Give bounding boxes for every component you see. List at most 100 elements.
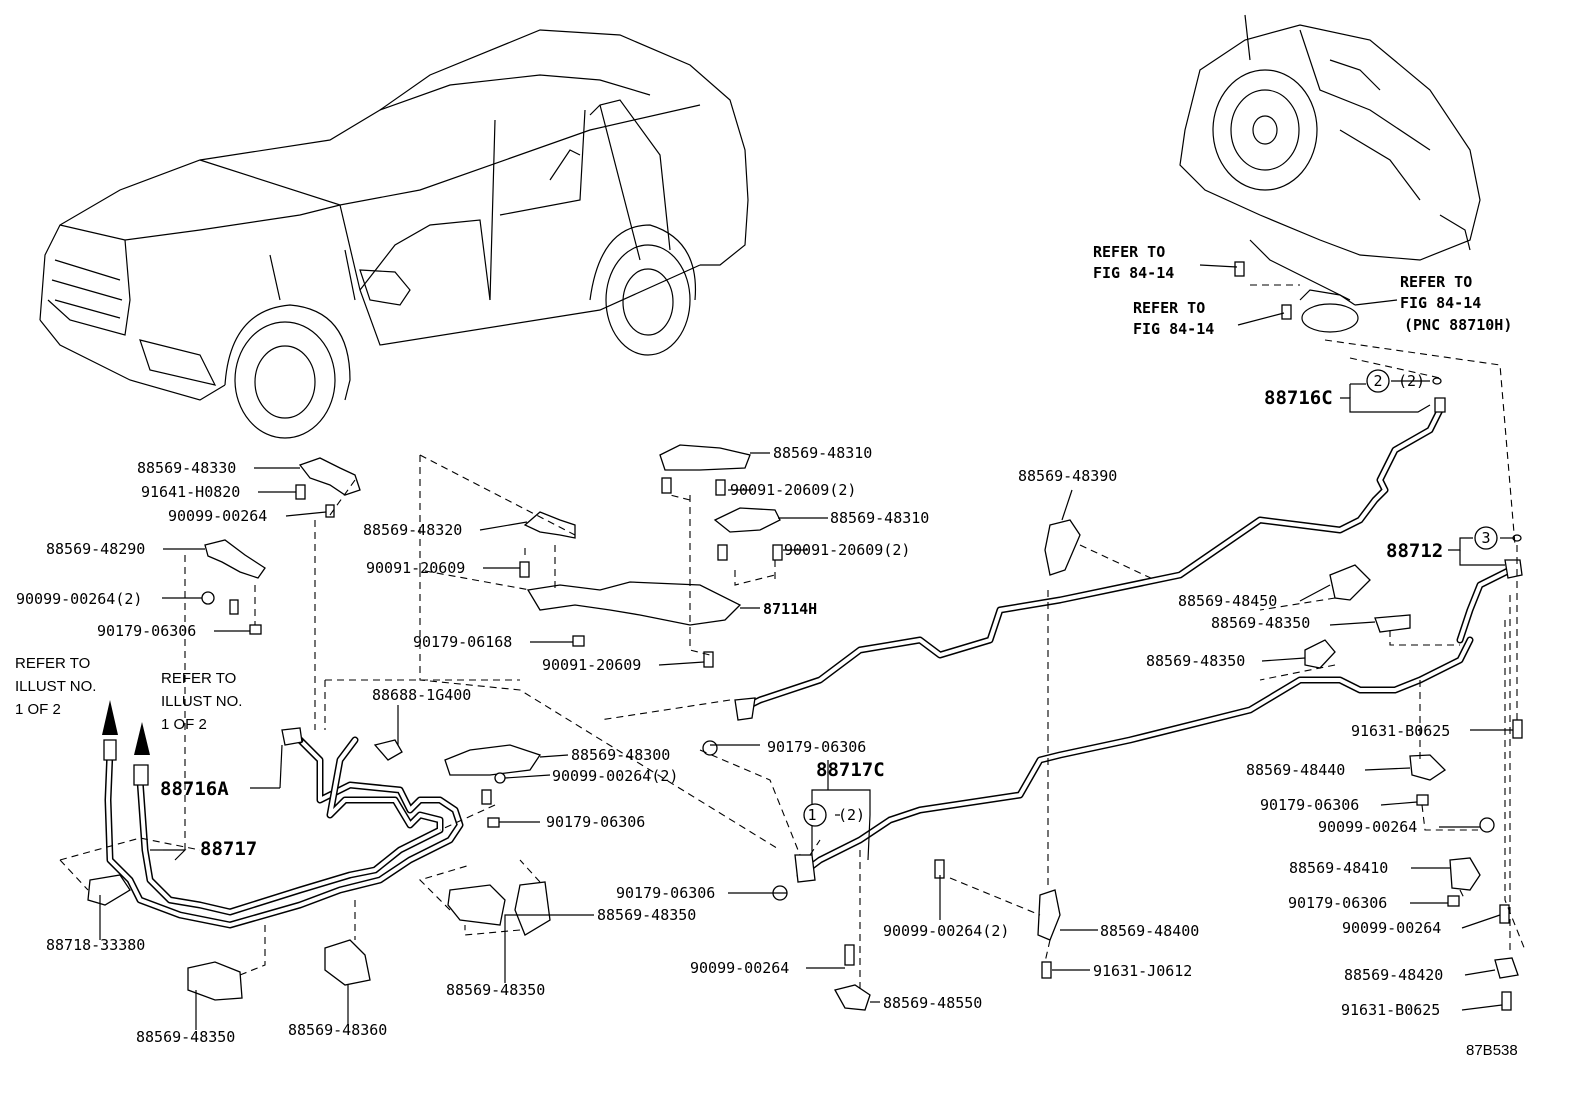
diagram-id: 87B538 <box>1466 1042 1518 1059</box>
clamp-88569-48310-b <box>713 507 781 533</box>
label-90091-20609-2: 90091-20609(2) <box>730 481 856 499</box>
bolt-b <box>715 479 726 496</box>
label-90099-00264-d: 90099-00264 <box>1318 818 1417 836</box>
label-88569-48420: 88569-48420 <box>1344 966 1443 984</box>
fitting-88712 <box>1504 559 1523 579</box>
clamp-88569-48300 <box>444 744 542 776</box>
clamp-88718-33380 <box>87 874 131 906</box>
clamp-88569-48390 <box>1044 519 1081 576</box>
clamp-88569-48330 <box>298 457 361 496</box>
refer-fig-a-1: REFER TO <box>1093 243 1165 261</box>
callout-circle-3 <box>1474 526 1498 550</box>
label-88569-48310: 88569-48310 <box>773 444 872 462</box>
qty-88717c: (2) <box>838 806 865 824</box>
callout-circle-2 <box>1366 369 1390 393</box>
bolt-90099-00264-a <box>325 504 335 518</box>
label-91641-h0820: 91641-H0820 <box>141 483 240 501</box>
label-90099-00264-2c: 90099-00264(2) <box>883 922 1009 940</box>
label-88717c: 88717C <box>816 759 885 781</box>
nut-90179-06306-a <box>249 624 262 635</box>
circle-3-text: 3 <box>1481 529 1490 547</box>
nut-90179-06306-b <box>702 740 718 756</box>
nut-90179-06306-e <box>1416 794 1429 806</box>
label-88718-33380: 88718-33380 <box>46 936 145 954</box>
hvac-unit-illustration <box>1179 14 1481 333</box>
refer-illust-left-3: 1 OF 2 <box>15 701 61 718</box>
refrigerant-lines <box>104 406 1514 929</box>
qty-88716c: (2) <box>1398 372 1425 390</box>
bracket-87114h <box>526 581 742 626</box>
bolt-e <box>481 789 492 805</box>
clamp-88569-48450 <box>1329 564 1371 601</box>
refer-illust-right-3: 1 OF 2 <box>161 716 207 733</box>
label-88569-48300: 88569-48300 <box>571 746 670 764</box>
clamp-88569-48440 <box>1409 754 1447 781</box>
bolt-c <box>717 544 728 561</box>
label-90099-00264-2b: 90099-00264(2) <box>552 767 678 785</box>
bolt-90091-20609-b <box>703 651 714 668</box>
bolt-91631-b0625-a <box>1512 719 1523 739</box>
bolt-h <box>1041 961 1052 979</box>
label-88712: 88712 <box>1386 540 1443 562</box>
bolt-90091-20609-a <box>519 561 530 578</box>
label-88569-48330: 88569-48330 <box>137 459 236 477</box>
label-90179-06306-e: 90179-06306 <box>1260 796 1359 814</box>
clamps-and-fasteners <box>87 261 1523 1011</box>
bolt-90099-00264-e <box>1479 817 1495 833</box>
nut-90179-06306-c <box>487 817 500 828</box>
label-90179-06306-f: 90179-06306 <box>1288 894 1387 912</box>
fitting-left-a <box>103 739 117 761</box>
circled-callouts <box>803 369 1498 827</box>
clamp-88569-48400 <box>1037 889 1061 941</box>
label-88569-48350-e: 88569-48350 <box>1146 652 1245 670</box>
clamp-88569-48420 <box>1494 957 1519 979</box>
bolt-91631-b0625-b <box>1501 991 1512 1011</box>
label-90099-00264-e: 90099-00264 <box>1342 919 1441 937</box>
label-91631-b0625-a: 91631-B0625 <box>1351 722 1450 740</box>
refer-fig-b-2: FIG 84-14 <box>1133 320 1214 338</box>
label-88569-48350-c: 88569-48350 <box>597 906 696 924</box>
label-88569-48350-d: 88569-48350 <box>1211 614 1310 632</box>
clamp-88569-48310-a <box>659 444 751 471</box>
refer-fig-a-2: FIG 84-14 <box>1093 264 1174 282</box>
bolt-90099-00264-d <box>494 772 506 784</box>
refer-fig-c-2: FIG 84-14 <box>1400 294 1481 312</box>
label-88569-48550: 88569-48550 <box>883 994 982 1012</box>
connector-88688-1g400 <box>373 739 403 761</box>
fitting-left-b <box>133 764 149 786</box>
clamp-88569-48360 <box>324 939 371 986</box>
label-90091-20609-2b: 90091-20609(2) <box>784 541 910 559</box>
label-90179-06306-c: 90179-06306 <box>546 813 645 831</box>
refer-fig-c-3: (PNC 88710H) <box>1404 316 1512 334</box>
part-labels: 88569-48330 91641-H0820 90099-00264 8856… <box>15 243 1518 1059</box>
clamp-88569-48350-a <box>1374 614 1411 633</box>
bolt-i <box>1499 904 1510 924</box>
clamp-88569-48290 <box>204 539 266 579</box>
bolt-j <box>1234 261 1245 277</box>
label-88569-48350-a: 88569-48350 <box>136 1028 235 1046</box>
circle-1-text: 1 <box>807 806 816 824</box>
label-90099-00264-c: 90099-00264 <box>690 959 789 977</box>
label-88569-48450: 88569-48450 <box>1178 592 1277 610</box>
label-90179-06306: 90179-06306 <box>97 622 196 640</box>
clamp-88569-48350-d <box>514 881 551 936</box>
label-87114h: 87114H <box>763 600 817 618</box>
bolt-91641-h0820 <box>295 484 306 500</box>
label-91631-j0612: 91631-J0612 <box>1093 962 1192 980</box>
refer-illust-right-1: REFER TO <box>161 670 236 687</box>
fitting-88716a-end <box>281 727 303 746</box>
label-90179-06306-d: 90179-06306 <box>616 884 715 902</box>
label-90099-00264-2: 90099-00264(2) <box>16 590 142 608</box>
fitting-88716c <box>1434 397 1446 413</box>
circle-2-text: 2 <box>1373 372 1382 390</box>
label-88717: 88717 <box>200 838 257 860</box>
label-90091-20609: 90091-20609 <box>366 559 465 577</box>
label-88569-48410: 88569-48410 <box>1289 859 1388 877</box>
label-90179-06168: 90179-06168 <box>413 633 512 651</box>
label-88569-48400: 88569-48400 <box>1100 922 1199 940</box>
label-90179-06306-b: 90179-06306 <box>767 738 866 756</box>
label-88569-48310-b: 88569-48310 <box>830 509 929 527</box>
label-88569-48440: 88569-48440 <box>1246 761 1345 779</box>
